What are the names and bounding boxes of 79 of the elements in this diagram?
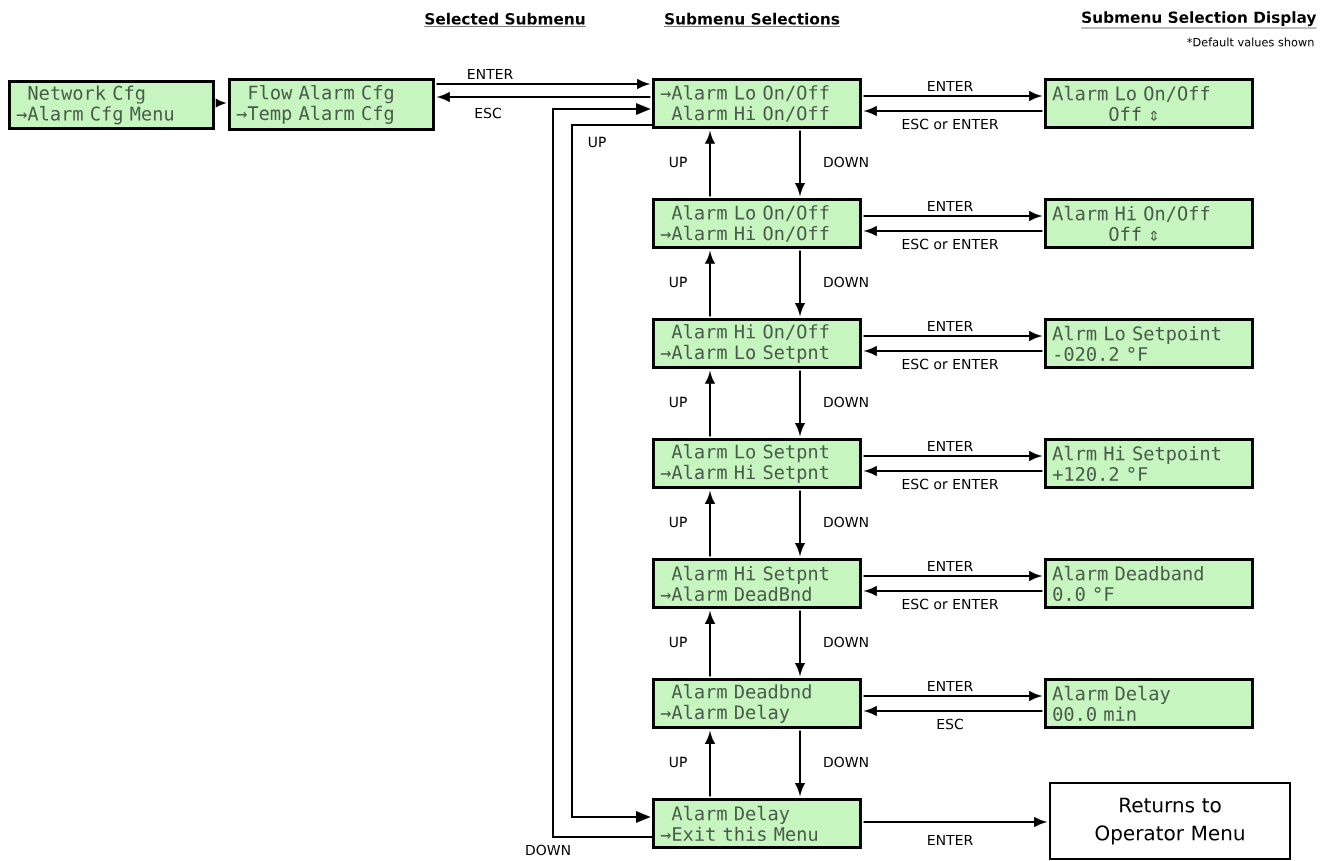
- arrow: [705, 493, 715, 558]
- lcd-screen: Alarm Lo On/Off Off ⇕: [1044, 78, 1254, 129]
- edge-label: DOWN: [824, 396, 868, 408]
- arrow: [866, 466, 1044, 476]
- lcd-screen: Flow Alarm Cfg →Temp Alarm Cfg: [228, 78, 435, 131]
- edge-label: ESC or ENTER: [902, 238, 999, 250]
- arrow: [862, 331, 1040, 341]
- column-heading: Submenu Selection Display: [1080, 11, 1317, 29]
- arrow: [795, 729, 805, 794]
- arrow: [705, 613, 715, 678]
- arrow: [866, 226, 1044, 236]
- lcd-screen: →Alarm Lo On/Off Alarm Hi On/Off: [652, 78, 862, 129]
- edge-label: UP: [669, 396, 687, 408]
- edge-label: UP: [669, 756, 687, 768]
- edge-label: ENTER: [928, 200, 973, 212]
- arrow: [862, 571, 1040, 581]
- arrow: [862, 817, 1045, 827]
- lcd-screen: Alarm Delay →Exit this Menu: [652, 798, 862, 849]
- arrow: [862, 451, 1040, 461]
- edge-label: ESC: [475, 107, 501, 119]
- arrow: [705, 733, 715, 798]
- arrow: [795, 129, 805, 194]
- column-heading: Selected Submenu: [424, 12, 586, 27]
- arrow: [705, 373, 715, 438]
- lcd-screen: Alarm Hi On/Off →Alarm Lo Setpnt: [652, 318, 862, 369]
- edge-label: ENTER: [928, 560, 973, 572]
- arrow: [215, 98, 225, 108]
- edge-label: UP: [669, 276, 687, 288]
- edge-label: ENTER: [928, 834, 973, 846]
- lcd-screen: Alarm Hi On/Off Off ⇕: [1044, 198, 1254, 249]
- lcd-screen: Network Cfg →Alarm Cfg Menu: [8, 80, 215, 130]
- edge-label: ENTER: [928, 320, 973, 332]
- arrow: [862, 211, 1040, 221]
- arrow: [866, 586, 1044, 596]
- edge-label: DOWN: [824, 516, 868, 528]
- column-heading: Submenu Selections: [663, 12, 841, 27]
- edge-label: DOWN: [824, 276, 868, 288]
- lcd-screen: Alarm Hi Setpnt →Alarm DeadBnd: [652, 558, 862, 609]
- footnote: *Default values shown: [1187, 37, 1314, 47]
- result-box: Returns to Operator Menu: [1049, 782, 1291, 860]
- arrow: [795, 489, 805, 554]
- edge-label: ESC: [937, 718, 963, 730]
- lcd-screen: Alrm Lo Setpoint -020.2 °F: [1044, 318, 1254, 369]
- arrow: [571, 124, 653, 823]
- arrow: [866, 106, 1044, 116]
- arrow: [866, 346, 1044, 356]
- lcd-screen: Alrm Hi Setpoint +120.2 °F: [1044, 438, 1254, 489]
- edge-label: ESC or ENTER: [902, 478, 999, 490]
- lcd-screen: Alarm Delay 00.0 min: [1044, 678, 1254, 729]
- edge-label: DOWN: [824, 156, 868, 168]
- edge-label: ENTER: [928, 80, 973, 92]
- edge-label: ESC or ENTER: [902, 358, 999, 370]
- arrow: [552, 103, 653, 838]
- arrow: [866, 706, 1044, 716]
- arrow: [439, 92, 652, 102]
- lcd-screen: Alarm Deadband 0.0 °F: [1044, 558, 1254, 609]
- lcd-screen: Alarm Lo On/Off →Alarm Hi On/Off: [652, 198, 862, 249]
- arrow: [705, 253, 715, 318]
- edge-label: UP: [669, 516, 687, 528]
- arrow: [862, 691, 1040, 701]
- edge-label: UP: [669, 636, 687, 648]
- arrow: [862, 91, 1040, 101]
- edge-label: ENTER: [928, 440, 973, 452]
- lcd-screen: Alarm Lo Setpnt →Alarm Hi Setpnt: [652, 438, 862, 489]
- edge-label: DOWN: [824, 636, 868, 648]
- edge-label: ENTER: [928, 680, 973, 692]
- edge-label: DOWN: [526, 844, 570, 856]
- arrow: [795, 369, 805, 434]
- lcd-screen: Alarm Deadbnd →Alarm Delay: [652, 678, 862, 729]
- arrow: [705, 133, 715, 198]
- edge-label: DOWN: [824, 756, 868, 768]
- arrow: [795, 249, 805, 314]
- arrow: [435, 79, 648, 89]
- edge-label: UP: [669, 156, 687, 168]
- edge-label: ESC or ENTER: [902, 118, 999, 130]
- edge-label: ESC or ENTER: [902, 598, 999, 610]
- edge-label: UP: [588, 136, 606, 148]
- edge-label: ENTER: [468, 68, 513, 80]
- arrow: [795, 609, 805, 674]
